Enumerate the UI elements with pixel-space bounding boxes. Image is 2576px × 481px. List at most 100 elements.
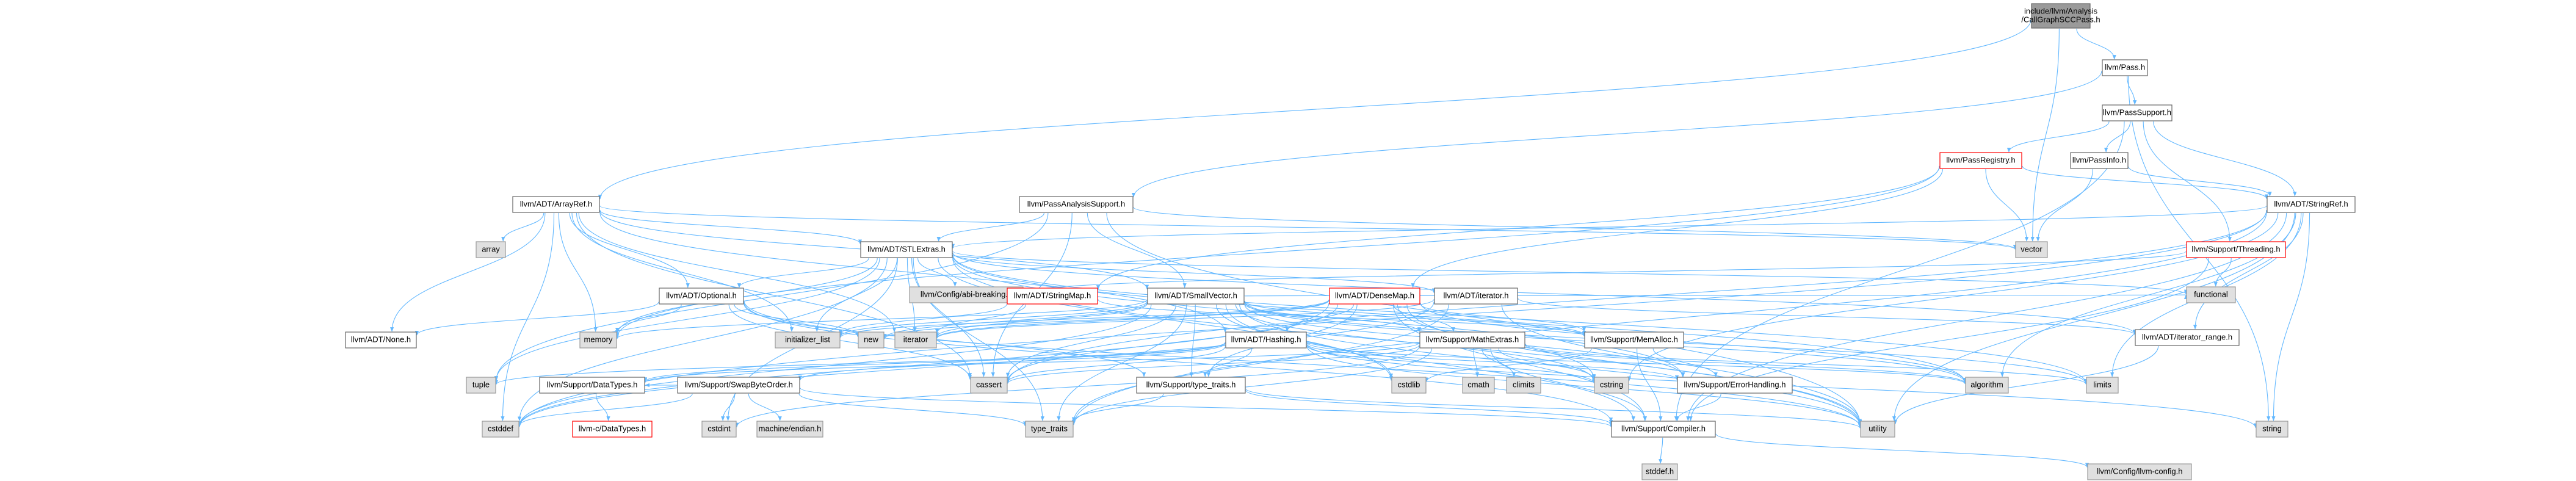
node-label: cmath — [1467, 380, 1489, 389]
edge-mathextras-to-climits — [1482, 348, 1516, 377]
edge-arrayref-to-cstddef — [501, 212, 555, 421]
node-adtiterator[interactable]: llvm/ADT/iterator.h — [1434, 288, 1518, 305]
edge-smallvector-to-mathextras — [1244, 303, 1421, 332]
node-root[interactable]: include/llvm/Analysis/CallGraphSCCPass.h — [2021, 3, 2100, 29]
node-box — [1225, 331, 1307, 349]
node-stringref[interactable]: llvm/ADT/StringRef.h — [2267, 196, 2356, 213]
node-functional: functional — [2186, 286, 2236, 303]
node-optional[interactable]: llvm/ADT/Optional.h — [659, 288, 744, 305]
edge-swapbyteorder-to-compiler — [800, 388, 1613, 427]
edge-adtiterator-to-iterator — [935, 298, 1435, 339]
node-label: llvm/PassInfo.h — [2072, 155, 2126, 164]
edge-threading-to-functional — [2213, 258, 2232, 287]
edge-stringmap-to-memalloc — [1098, 299, 1586, 337]
edge-datatypes-to-cdatatypes — [595, 393, 610, 421]
node-llvmconfig: llvm/Config/llvm-config.h — [2087, 463, 2192, 480]
edge-densemap-to-cstddef — [518, 303, 1330, 427]
edge-densemap-to-algorithm — [1420, 302, 1967, 383]
node-box — [2015, 241, 2048, 258]
node-box — [476, 241, 506, 258]
node-iteratorrange[interactable]: llvm/ADT/iterator_range.h — [2135, 329, 2240, 346]
node-box — [2070, 152, 2129, 169]
node-passsupport[interactable]: llvm/PassSupport.h — [2102, 104, 2173, 121]
node-box — [512, 196, 600, 213]
node-box — [756, 421, 823, 438]
node-stlextras[interactable]: llvm/ADT/STLExtras.h — [860, 241, 953, 258]
node-mathextras[interactable]: llvm/Support/MathExtras.h — [1419, 331, 1525, 349]
node-label: include/llvm/Analysis — [2024, 6, 2097, 15]
edge-passregistry-to-densemap — [1411, 168, 1943, 288]
node-box — [579, 331, 617, 349]
node-label: functional — [2194, 289, 2228, 298]
edge-passsupport-to-compiler — [1674, 121, 2125, 421]
edge-smallvector-to-functional — [1244, 294, 2187, 299]
node-passinfo[interactable]: llvm/PassInfo.h — [2070, 152, 2129, 169]
node-datatypes[interactable]: llvm/Support/DataTypes.h — [539, 377, 645, 394]
node-passanalysissupport[interactable]: llvm/PassAnalysisSupport.h — [1019, 196, 1134, 213]
node-box — [1594, 377, 1629, 394]
edge-stlextras-to-tuple — [494, 258, 880, 381]
node-label: llvm/ADT/Hashing.h — [1231, 335, 1301, 344]
edge-arrayref-to-optional — [569, 212, 690, 288]
node-label: /CallGraphSCCPass.h — [2021, 15, 2100, 24]
edge-densemap-to-memalloc — [1420, 303, 1586, 332]
node-box — [1007, 288, 1098, 305]
edge-typetraitsllvm-to-compiler — [1245, 389, 1613, 425]
node-label: llvm/PassSupport.h — [2103, 107, 2171, 117]
node-swapbyteorder[interactable]: llvm/Support/SwapByteOrder.h — [677, 377, 800, 394]
edge-passsupport-to-threading — [2143, 121, 2232, 242]
node-label: array — [482, 244, 500, 253]
node-box — [2102, 59, 2148, 76]
edge-mathextras-to-cassert — [1006, 344, 1420, 384]
node-iterator: iterator — [894, 331, 937, 349]
edge-stringmap-to-iterator — [935, 304, 1026, 334]
node-box — [466, 377, 496, 394]
node-label: climits — [1513, 380, 1535, 389]
node-box — [858, 331, 885, 349]
node-memalloc[interactable]: llvm/Support/MemAlloc.h — [1584, 331, 1684, 349]
edge-mathextras-to-datatypes — [643, 342, 1420, 383]
edge-adtiterator-to-typetraits — [1071, 304, 1449, 422]
node-passregistry[interactable]: llvm/PassRegistry.h — [1939, 152, 2022, 169]
node-box — [1506, 377, 1541, 394]
node-utility: utility — [1860, 421, 1895, 438]
edge-threading-to-compiler — [1688, 258, 2209, 421]
edge-smallvector-to-cstddef — [517, 304, 1152, 426]
node-box — [2135, 329, 2240, 346]
node-typetraitsllvm[interactable]: llvm/Support/type_traits.h — [1136, 377, 1246, 394]
node-new: new — [858, 331, 885, 349]
node-box — [1860, 421, 1895, 438]
edge-pass-to-passanalysissupport — [1132, 70, 2102, 198]
node-hashing[interactable]: llvm/ADT/Hashing.h — [1225, 331, 1307, 349]
node-arrayref[interactable]: llvm/ADT/ArrayRef.h — [512, 196, 600, 213]
node-label: llvm/Support/Threading.h — [2191, 244, 2280, 253]
edge-swapbyteorder-to-machineendian — [748, 393, 782, 421]
edge-stlextras-to-cassert — [911, 258, 986, 377]
node-box — [1677, 377, 1793, 394]
node-densemap[interactable]: llvm/ADT/DenseMap.h — [1329, 288, 1420, 305]
edge-stlextras-to-functional — [952, 251, 2188, 295]
node-smallvector[interactable]: llvm/ADT/SmallVector.h — [1147, 288, 1245, 305]
node-box — [1434, 288, 1518, 305]
node-box — [2186, 286, 2236, 303]
node-pass[interactable]: llvm/Pass.h — [2102, 59, 2148, 76]
node-label: llvm/ADT/DenseMap.h — [1335, 291, 1414, 300]
edge-root-to-pass — [2076, 28, 2116, 60]
node-box — [970, 377, 1008, 394]
node-errorhandling[interactable]: llvm/Support/ErrorHandling.h — [1677, 377, 1793, 394]
node-cstddef: cstddef — [482, 421, 519, 438]
node-threading[interactable]: llvm/Support/Threading.h — [2186, 241, 2286, 258]
edge-stringmap-to-initlist — [838, 304, 1007, 335]
edge-stlextras-to-adtiterator — [952, 253, 1436, 294]
node-box — [2086, 377, 2119, 394]
node-stddef: stddef.h — [1641, 463, 1678, 480]
edge-densemap-to-cassert — [1005, 304, 1338, 382]
node-label: llvm/Pass.h — [2105, 62, 2145, 71]
node-label: stddef.h — [1646, 466, 1674, 476]
node-none[interactable]: llvm/ADT/None.h — [345, 331, 417, 349]
node-cdatatypes[interactable]: llvm-c/DataTypes.h — [572, 421, 653, 438]
node-compiler[interactable]: llvm/Support/Compiler.h — [1611, 421, 1716, 438]
edge-mathextras-to-cstdint — [735, 346, 1420, 428]
node-box — [1462, 377, 1495, 394]
node-stringmap[interactable]: llvm/ADT/StringMap.h — [1007, 288, 1098, 305]
